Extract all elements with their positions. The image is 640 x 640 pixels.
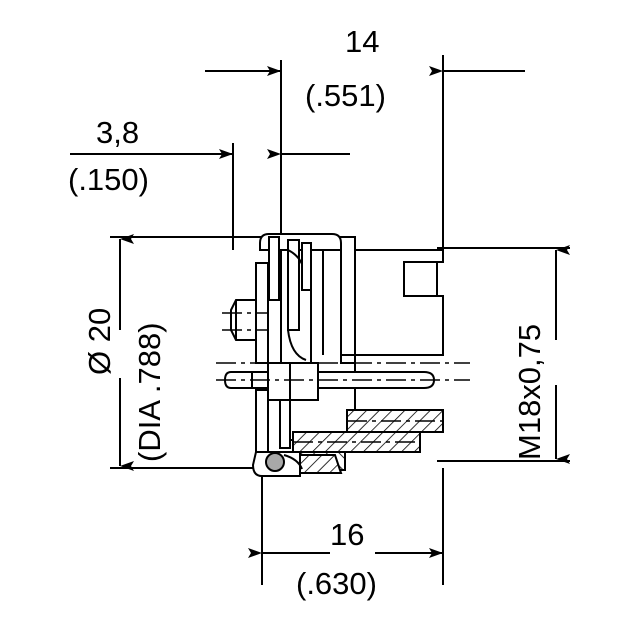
front-cap-top xyxy=(259,233,342,251)
insert-curve-2 xyxy=(287,249,303,265)
dimension-lines xyxy=(70,66,570,558)
label-14-metric: 14 xyxy=(345,24,379,59)
label-16-imperial: (.630) xyxy=(296,566,377,601)
insert-curve xyxy=(287,329,307,361)
oring-section xyxy=(265,452,285,472)
label-3-8-metric: 3,8 xyxy=(96,115,139,150)
hatch-oring-seat xyxy=(299,454,343,474)
mid-body-step xyxy=(340,354,356,364)
center-lines xyxy=(216,312,470,443)
label-dia-20-metric: Ø 20 xyxy=(82,308,117,375)
cap-rib-1 xyxy=(268,236,280,301)
hatch-flange-strip xyxy=(292,431,421,453)
pin-collar xyxy=(267,362,319,401)
label-thread-metric: M18x0,75 xyxy=(512,324,547,460)
seal-lip-curve xyxy=(283,454,303,470)
keyway-ear xyxy=(230,299,257,341)
rear-shell-band xyxy=(403,261,438,297)
lower-body-wall xyxy=(255,389,269,456)
dimension-labels: 3,8 (.150) 14 (.551) Ø 20 (DIA .788) M18… xyxy=(68,24,547,601)
cap-rib-2 xyxy=(287,239,300,331)
label-dia-20-imperial: (DIA .788) xyxy=(132,322,167,462)
label-3-8-imperial: (.150) xyxy=(68,162,149,197)
extension-lines xyxy=(110,55,570,585)
lower-body-wall-2 xyxy=(279,399,291,449)
oring-seal-detail xyxy=(251,451,303,477)
label-14-imperial: (.551) xyxy=(305,78,386,113)
cap-rib-3 xyxy=(301,242,312,291)
label-16-metric: 16 xyxy=(330,517,364,552)
